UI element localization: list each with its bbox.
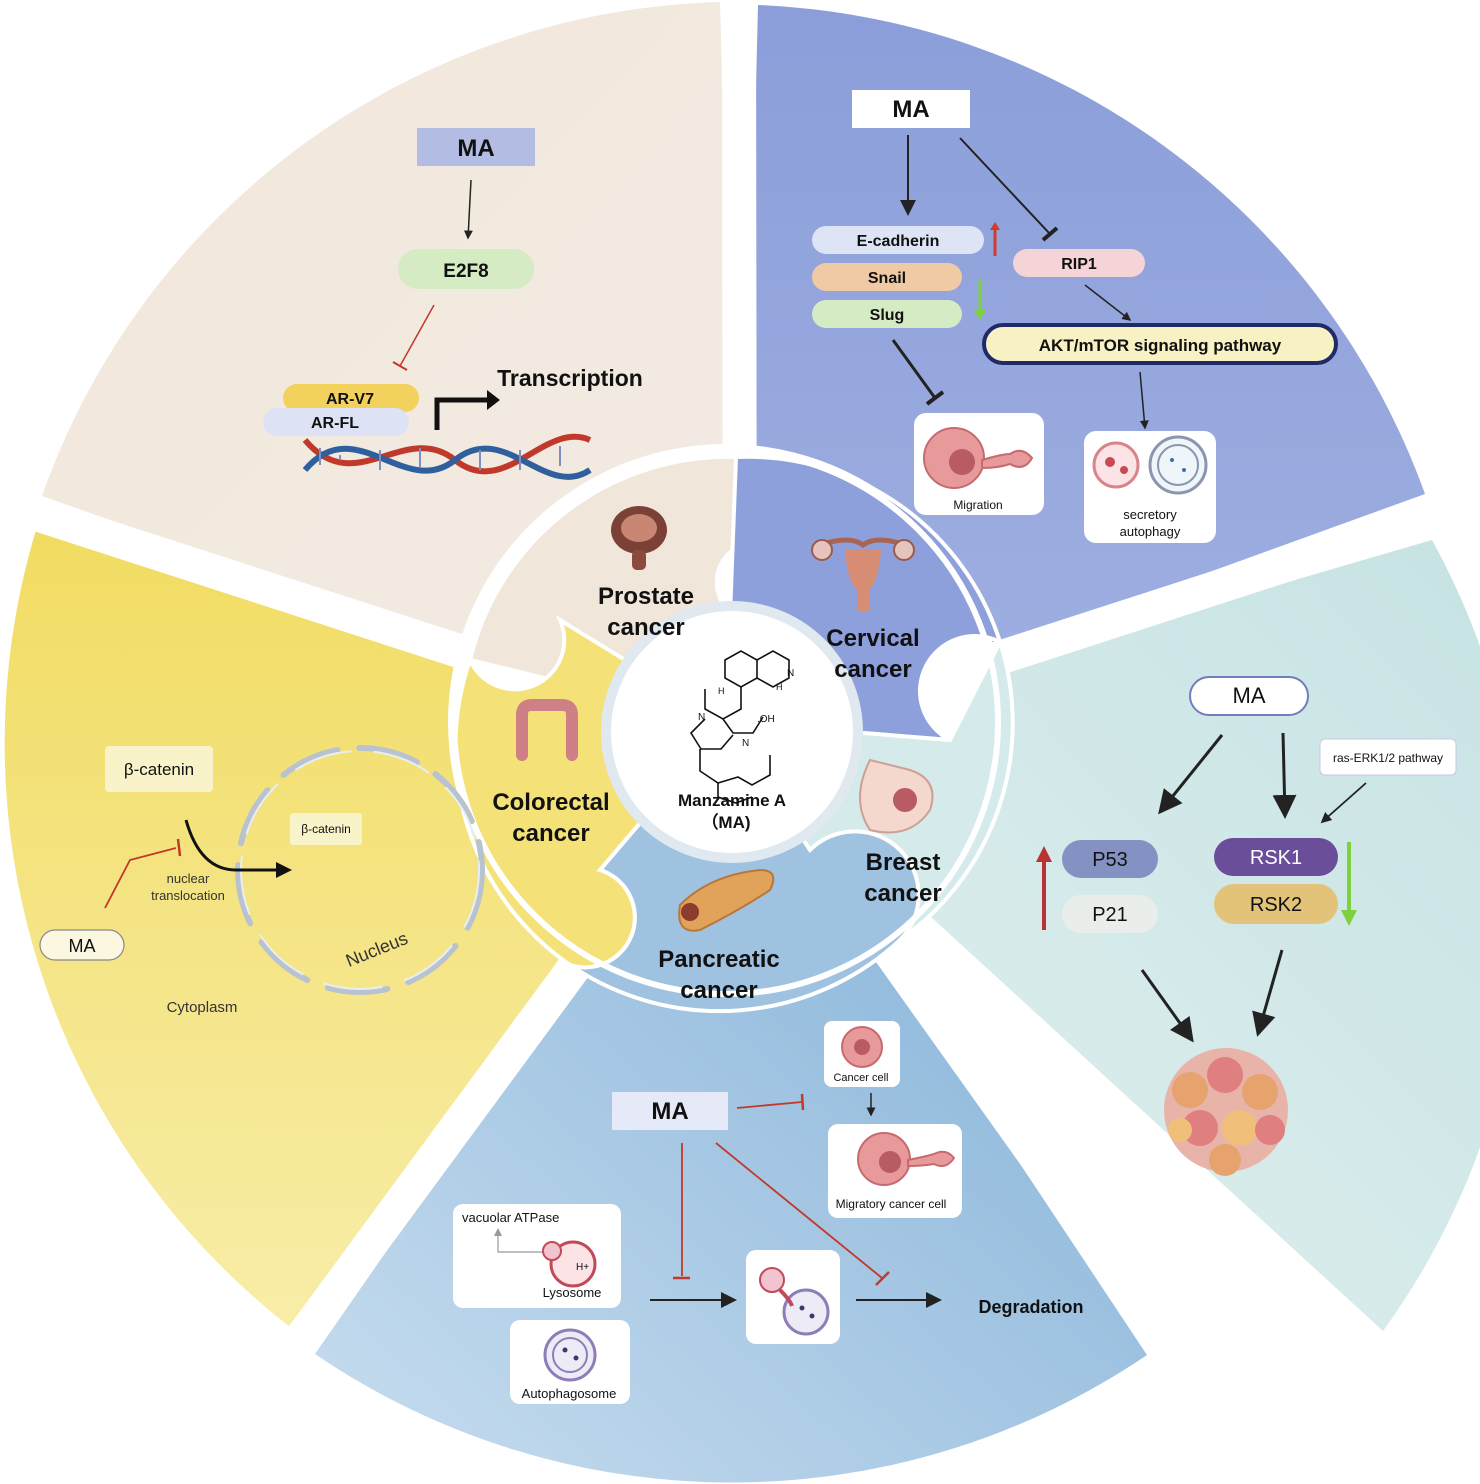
breast-organ-icon	[859, 758, 934, 834]
svg-text:N: N	[698, 712, 705, 723]
slug-label: Slug	[870, 307, 905, 324]
pancreatic-label-1: Pancreatic	[658, 946, 779, 973]
center-name: Manzamine A	[678, 791, 786, 810]
pancreatic-ma: MA	[651, 1098, 688, 1125]
colorectal-ma-box	[39, 929, 125, 961]
transcription-label: Transcription	[497, 365, 643, 391]
svg-text:H: H	[776, 682, 783, 692]
lysosome-label: Lysosome	[543, 1285, 602, 1300]
breast-ma-box	[1189, 676, 1309, 716]
beta-catenin-inner-label: β-catenin	[301, 822, 351, 836]
p21-label: P21	[1092, 904, 1128, 926]
ar-v7-box	[283, 384, 419, 412]
secretory-autophagy-icon	[1092, 435, 1208, 495]
rip1-box	[1013, 249, 1145, 277]
breast-label-1: Breast	[866, 849, 941, 876]
migration-label: Migration	[953, 498, 1002, 512]
cervical-label-1: Cervical	[826, 625, 919, 652]
breast-ma: MA	[1233, 683, 1266, 708]
migratory-cell-icon	[857, 1132, 956, 1186]
prostate-organ-icon	[611, 506, 667, 570]
pancreas-organ-icon	[678, 868, 775, 932]
nuclear-label-2: translocation	[151, 888, 225, 903]
colorectal-ma: MA	[69, 936, 96, 956]
beta-catenin-inner-box	[290, 813, 362, 845]
e2f8-box	[398, 249, 534, 289]
ar-fl-label: AR-FL	[311, 415, 359, 432]
cytoplasm-label: Cytoplasm	[167, 999, 238, 1016]
beta-catenin-label: β-catenin	[124, 760, 194, 779]
rsk1-label: RSK1	[1250, 847, 1302, 869]
e2f8-label: E2F8	[443, 261, 488, 282]
autophagosome-icon	[543, 1328, 597, 1382]
nuclear-label-1: nuclear	[167, 871, 210, 886]
lysosome-icon	[542, 1240, 597, 1288]
ecadherin-label: E-cadherin	[857, 233, 940, 250]
prostate-ma: MA	[457, 135, 494, 162]
vatpase-label: vacuolar ATPase	[462, 1210, 559, 1225]
cervical-ma-box	[852, 90, 970, 128]
pancreatic-ma-box	[612, 1092, 728, 1130]
manzamine-structure	[689, 650, 790, 804]
ar-fl-box	[263, 408, 409, 436]
secretory-label-1: secretory	[1123, 507, 1177, 522]
degradation-label: Degradation	[978, 1297, 1083, 1317]
tumor-cluster-icon	[1164, 1048, 1288, 1176]
beta-catenin-box	[105, 746, 213, 792]
secretory-label-2: autophagy	[1120, 524, 1181, 539]
uterus-organ-icon	[811, 537, 915, 612]
svg-text:H: H	[718, 686, 725, 696]
slug-box	[812, 300, 962, 328]
rip1-label: RIP1	[1061, 256, 1097, 273]
ecadherin-box	[812, 226, 984, 254]
dna-helix-icon	[302, 433, 592, 480]
akt-label: AKT/mTOR signaling pathway	[1039, 336, 1282, 355]
autolysosome-icon	[759, 1267, 830, 1336]
svg-text:N: N	[787, 668, 794, 679]
center-abbr: （MA)	[701, 812, 750, 832]
rsk2-label: RSK2	[1250, 894, 1302, 916]
lysosome-hplus: H+	[576, 1262, 589, 1273]
prostate-ma-box	[417, 128, 535, 166]
prostate-label-1: Prostate	[598, 583, 694, 610]
cancer-cell-label: Cancer cell	[833, 1072, 888, 1084]
ras-box	[1319, 738, 1457, 776]
migratory-label: Migratory cancer cell	[836, 1197, 947, 1211]
autophagosome-label: Autophagosome	[522, 1386, 617, 1401]
snail-label: Snail	[868, 270, 906, 287]
breast-label-2: cancer	[864, 880, 941, 907]
p21-box	[1062, 895, 1158, 933]
ar-v7-label: AR-V7	[326, 391, 374, 408]
cervical-ma: MA	[892, 96, 929, 123]
prostate-label-2: cancer	[607, 614, 684, 641]
svg-text:N: N	[742, 738, 749, 749]
snail-box	[812, 263, 962, 291]
migrating-cell-icon	[923, 427, 1034, 489]
pancreatic-label-2: cancer	[680, 977, 757, 1004]
akt-box	[982, 323, 1338, 365]
colorectal-label-2: cancer	[512, 820, 589, 847]
colorectal-label-1: Colorectal	[492, 789, 609, 816]
cervical-label-2: cancer	[834, 656, 911, 683]
rsk1-box	[1214, 838, 1338, 876]
ras-label: ras-ERK1/2 pathway	[1333, 751, 1443, 765]
colon-organ-icon	[516, 699, 578, 761]
p53-label: P53	[1092, 849, 1128, 871]
rsk2-box	[1214, 884, 1338, 924]
p53-box	[1062, 840, 1158, 878]
cancer-cell-icon	[841, 1026, 883, 1068]
svg-text:.OH: .OH	[757, 714, 775, 725]
